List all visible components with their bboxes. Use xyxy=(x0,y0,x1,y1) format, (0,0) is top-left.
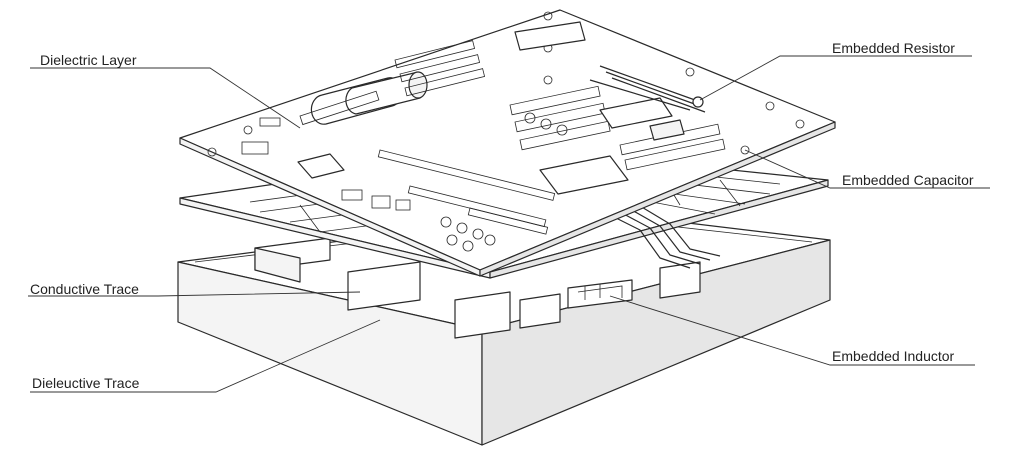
top-board xyxy=(179,9,836,277)
label-embedded-capacitor: Embedded Capacitor xyxy=(842,172,974,188)
label-dielectric-layer: Dielectric Layer xyxy=(40,52,137,68)
label-dieleuctive-trace: Dieleuctive Trace xyxy=(32,375,140,391)
substrate-base xyxy=(177,209,831,446)
leader-lines xyxy=(28,55,990,393)
label-embedded-resistor: Embedded Resistor xyxy=(832,40,955,56)
label-embedded-inductor: Embedded Inductor xyxy=(832,348,955,364)
label-conductive-trace: Conductive Trace xyxy=(30,281,139,297)
